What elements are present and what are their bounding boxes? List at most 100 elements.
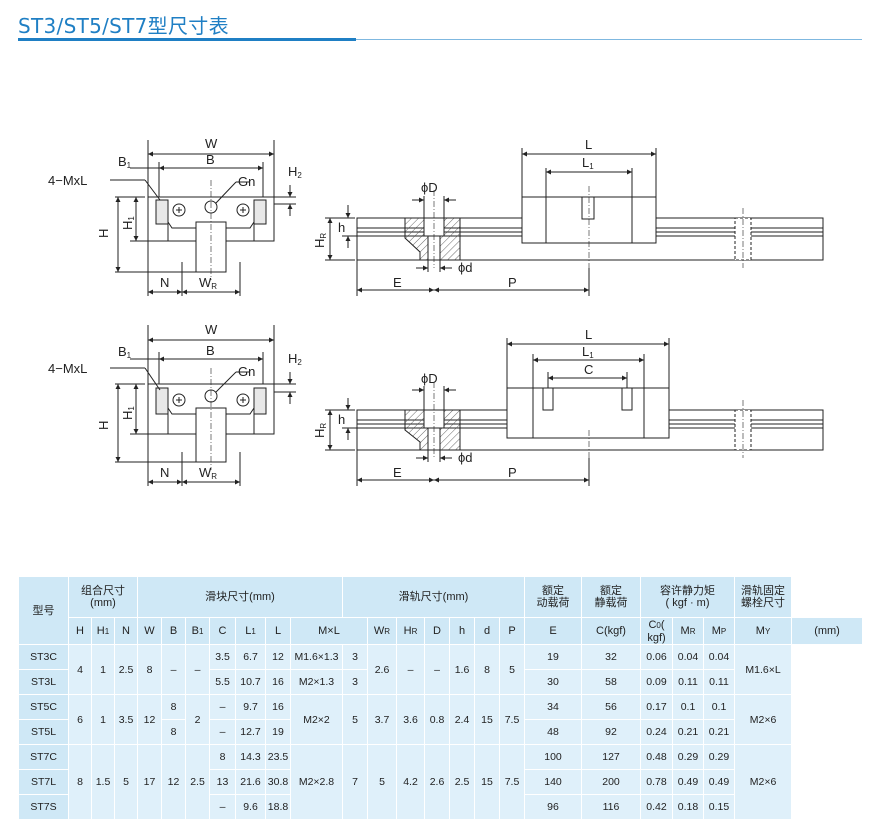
cell-N: 3.5 (114, 694, 138, 745)
cell-bolt: M2×6 (734, 694, 793, 745)
side-view-top (325, 148, 824, 296)
cell-MP: 0.18 (672, 794, 704, 820)
cell-MR: 0.17 (640, 694, 673, 720)
cell-L: 23.5 (265, 744, 291, 770)
label-H1: H1 (120, 216, 136, 230)
title-rule (356, 39, 862, 40)
spec-table: 型号 组合尺寸(mm) 滑块尺寸(mm) 滑轨尺寸(mm) 额定动载荷 额定静载… (18, 576, 863, 820)
cell-WR: 3 (342, 669, 368, 695)
header-moment: 容许静力矩( kgf · m) (639, 576, 736, 618)
label-C: C (584, 362, 593, 377)
model-cell: ST7S (18, 794, 69, 820)
table-row: ST3L 5.5 10.7 16 M2×1.3 3 30 58 0.09 0.1… (18, 669, 863, 695)
label-H2-2: H2 (288, 351, 302, 367)
cell-C0: 32 (581, 644, 641, 670)
cell-Ckgf: 96 (524, 794, 582, 820)
table-row: ST3C 4 1 2.5 8 – – 3.5 6.7 12 M1.6×1.3 3… (18, 644, 863, 695)
col-W: W (137, 617, 162, 645)
col-B1: B1 (185, 617, 210, 645)
table-row: ST7C 8 1.5 5 17 12 2.5 8 14.3 23.5 M2×2.… (18, 744, 863, 820)
cell-C: 13 (209, 769, 236, 795)
cell-H: 6 (68, 694, 92, 745)
cell-MP: 0.11 (672, 669, 704, 695)
label-H2: H2 (288, 164, 302, 180)
cell-MY: 0.29 (702, 744, 736, 770)
model-cell: ST5C (18, 694, 69, 720)
col-Ckgf: C(kgf) (581, 617, 641, 645)
cell-H1: 1.5 (91, 744, 115, 820)
cell-C0: 58 (581, 669, 641, 695)
cell-MR: 0.24 (640, 719, 673, 745)
label-phiD: ϕD (421, 180, 438, 195)
cell-C0: 116 (581, 794, 641, 820)
label-L-2: L (585, 327, 592, 342)
cell-W: 17 (137, 744, 162, 820)
cell-B1: – (185, 644, 210, 695)
table-row: ST7L 13 21.6 30.8 140 200 0.78 0.49 0.49 (18, 769, 863, 795)
cell-C: – (209, 719, 236, 745)
header-rail: 滑轨尺寸(mm) (342, 576, 525, 618)
side-view-bottom (325, 338, 824, 486)
col-P: P (499, 617, 525, 645)
col-h: h (449, 617, 475, 645)
label-Gn: Gn (238, 174, 255, 189)
cell-E: 7.5 (499, 694, 525, 745)
cell-WR: 5 (342, 694, 368, 745)
cell-L: 18.8 (265, 794, 291, 820)
header-dyn: 额定动载荷 (524, 576, 582, 618)
cell-MP: 0.1 (672, 694, 704, 720)
cell-Ckgf: 34 (524, 694, 582, 720)
header-bolt: 滑轨固定螺栓尺寸 (734, 576, 793, 618)
cell-W: 8 (137, 644, 162, 695)
cell-B: 8 (161, 719, 186, 745)
label-h: h (338, 220, 345, 235)
cell-L1: 9.6 (235, 794, 266, 820)
cell-L: 16 (265, 694, 291, 720)
cell-MR: 0.42 (640, 794, 673, 820)
cell-MY: 0.15 (702, 794, 736, 820)
cell-C: 5.5 (209, 669, 236, 695)
col-L1: L1 (235, 617, 266, 645)
cell-d: 2.4 (449, 694, 475, 745)
label-W-2: W (205, 322, 218, 337)
label-B1: B1 (118, 154, 132, 170)
cell-H: 4 (68, 644, 92, 695)
cell-D: 3.6 (396, 694, 425, 745)
cell-MY: 0.11 (702, 669, 736, 695)
cell-WR: 3 (342, 644, 368, 670)
front-view-top (110, 140, 296, 296)
label-L: L (585, 137, 592, 152)
cell-MY: 0.49 (702, 769, 736, 795)
cell-L: 16 (265, 669, 291, 695)
cell-d: 2.5 (449, 744, 475, 820)
cell-MxL: M1.6×1.3 (290, 644, 343, 670)
model-cell: ST5L (18, 719, 69, 745)
header-block: 滑块尺寸(mm) (137, 576, 343, 618)
cell-Ckgf: 100 (524, 744, 582, 770)
cell-WR: 7 (342, 744, 368, 820)
cell-P: 15 (474, 694, 500, 745)
cell-MxL: M2×2.8 (290, 744, 343, 820)
cell-h: – (424, 644, 450, 695)
col-HR: HR (396, 617, 425, 645)
label-H1-2: H1 (120, 406, 136, 420)
col-WR: WR (367, 617, 397, 645)
cell-MP: 0.49 (672, 769, 704, 795)
cell-C0: 127 (581, 744, 641, 770)
col-MP: MP (702, 617, 736, 645)
cell-L1: 9.7 (235, 694, 266, 720)
label-phiD-2: ϕD (421, 371, 438, 386)
cell-C: – (209, 794, 236, 820)
col-d: d (474, 617, 500, 645)
cell-MP: 0.29 (672, 744, 704, 770)
cell-Ckgf: 140 (524, 769, 582, 795)
cell-L1: 10.7 (235, 669, 266, 695)
cell-H: 8 (68, 744, 92, 820)
cell-P: 15 (474, 744, 500, 820)
model-cell: ST7C (18, 744, 69, 770)
label-WR-2: WR (199, 465, 217, 481)
cell-L: 12 (265, 644, 291, 670)
col-H1: H1 (91, 617, 115, 645)
label-WR: WR (199, 275, 217, 291)
model-cell: ST3C (18, 644, 69, 670)
